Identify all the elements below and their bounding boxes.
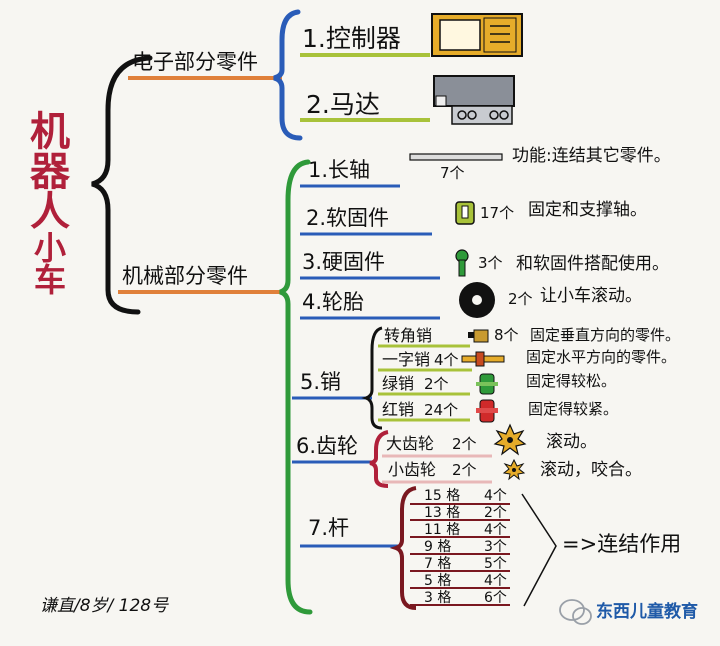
note-rod: =>连结作用 <box>562 532 682 556</box>
note-tire: 让小车滚动。 <box>540 286 642 306</box>
node-hard-fixer: 3.硬固件 <box>302 250 386 274</box>
soft-fixer-icon <box>455 201 475 225</box>
count-long-axle: 7个 <box>440 164 465 182</box>
note-small-gear: 滚动，咬合。 <box>540 460 642 480</box>
tire-icon <box>459 282 495 318</box>
branch-mechanical-label: 机械部分零件 <box>122 264 248 288</box>
note-hard-fixer: 和软固件搭配使用。 <box>516 254 669 274</box>
motor-icon <box>433 75 515 125</box>
rod-5-count: 4个 <box>484 573 507 589</box>
branch-electronic-label: 电子部分零件 <box>132 50 258 74</box>
note-soft-fixer: 固定和支撑轴。 <box>528 200 647 220</box>
long-axle-icon <box>409 153 503 161</box>
rod-brace <box>389 486 417 610</box>
count-red-pin: 24个 <box>424 401 459 419</box>
count-corner-pin: 8个 <box>494 326 519 344</box>
sub-green-pin: 绿销 <box>382 374 415 393</box>
corner-pin-icon <box>468 329 489 343</box>
note-big-gear: 滚动。 <box>546 432 597 452</box>
node-tire: 4.轮胎 <box>302 290 365 314</box>
node-long-axle: 1.长轴 <box>308 158 371 182</box>
watermark: 东西儿童教育 <box>596 602 698 622</box>
title-char: 人 <box>30 188 70 235</box>
mechanical-brace <box>279 159 313 615</box>
controller-icon <box>431 13 523 57</box>
rod-9-count: 3个 <box>484 539 507 555</box>
green-pin-icon <box>476 373 498 395</box>
rod-9-label: 9 格 <box>424 539 452 555</box>
rod-7-label: 7 格 <box>424 556 452 572</box>
small-gear-icon <box>502 458 526 481</box>
title-char: 车 <box>33 261 66 299</box>
electronic-brace <box>273 9 303 141</box>
rod-13-count: 2个 <box>484 505 507 521</box>
sub-small-gear: 小齿轮 <box>388 460 437 479</box>
rod-3-count: 6个 <box>484 590 507 606</box>
title-char: 小 <box>33 229 66 267</box>
title-char: 器 <box>30 148 70 195</box>
count-straight-pin: 4个 <box>434 351 459 369</box>
note-corner-pin: 固定垂直方向的零件。 <box>530 326 681 344</box>
pin-brace <box>361 326 383 430</box>
node-rod: 7.杆 <box>308 516 350 540</box>
straight-pin-icon <box>461 351 505 367</box>
rod-3-label: 3 格 <box>424 590 452 606</box>
node-gear: 6.齿轮 <box>296 434 359 458</box>
big-gear-icon <box>493 423 527 456</box>
diagram-title: 机 器 人 小 车 <box>22 108 78 299</box>
main-brace <box>91 55 153 315</box>
node-soft-fixer: 2.软固件 <box>306 206 390 230</box>
node-controller: 1.控制器 <box>302 24 401 53</box>
sub-big-gear: 大齿轮 <box>386 434 435 453</box>
count-hard-fixer: 3个 <box>478 254 503 272</box>
count-soft-fixer: 17个 <box>480 204 515 222</box>
node-motor: 2.马达 <box>306 90 380 119</box>
rod-7-count: 5个 <box>484 556 507 572</box>
red-pin-icon <box>476 399 498 423</box>
title-char: 机 <box>30 108 70 155</box>
count-green-pin: 2个 <box>424 375 449 393</box>
note-green-pin: 固定得较松。 <box>526 372 617 390</box>
rod-13-label: 13 格 <box>424 505 461 521</box>
sub-corner-pin: 转角销 <box>384 326 433 345</box>
count-small-gear: 2个 <box>452 461 477 479</box>
sub-straight-pin: 一字销 <box>382 350 431 369</box>
note-straight-pin: 固定水平方向的零件。 <box>526 348 677 366</box>
node-pin: 5.销 <box>300 370 342 394</box>
count-tire: 2个 <box>508 290 533 308</box>
rod-11-label: 11 格 <box>424 522 461 538</box>
signature: 谦直/8岁/ 128号 <box>40 596 169 616</box>
count-big-gear: 2个 <box>452 435 477 453</box>
hard-fixer-icon <box>455 249 469 277</box>
rod-11-count: 4个 <box>484 522 507 538</box>
note-long-axle: 功能:连结其它零件。 <box>512 146 671 166</box>
rod-15-label: 15 格 <box>424 488 461 504</box>
sub-red-pin: 红销 <box>382 400 415 419</box>
rod-15-count: 4个 <box>484 488 507 504</box>
wechat-icon <box>559 599 592 625</box>
note-red-pin: 固定得较紧。 <box>528 400 619 418</box>
rod-5-label: 5 格 <box>424 573 452 589</box>
rod-arrow-bracket <box>521 493 557 607</box>
gear-brace <box>369 430 389 488</box>
